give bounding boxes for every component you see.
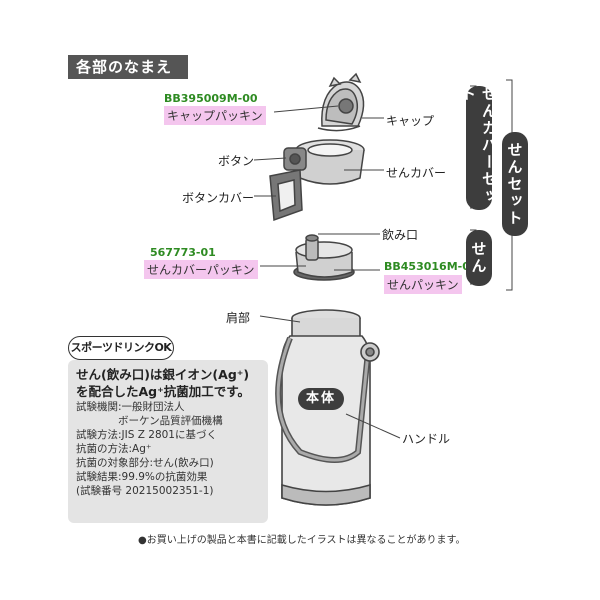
button-cover-label: ボタンカバー xyxy=(182,191,255,205)
antibacterial-headline: せん(飲み口)は銀イオン(Ag⁺)を配合したAg⁺抗菌加工です。 xyxy=(76,367,250,399)
button-label: ボタン xyxy=(218,154,255,168)
info-line: ボーケン品質評価機構 xyxy=(76,415,223,427)
mouth-label: 飲み口 xyxy=(382,228,419,242)
info-line: 試験機関:一般財団法人 xyxy=(76,401,185,413)
antibacterial-info-box: せん(飲み口)は銀イオン(Ag⁺)を配合したAg⁺抗菌加工です。 試験機関:一般… xyxy=(68,360,268,523)
sports-drink-badge: スポーツドリンクOK xyxy=(68,336,174,360)
plug-cover-drawing xyxy=(283,139,365,185)
plug-packing-code: BB453016M-00 xyxy=(384,260,478,273)
page-title: 各部のなまえ xyxy=(68,55,188,79)
plug-cover-packing-code: 567773-01 xyxy=(150,246,216,259)
shoulder-label: 肩部 xyxy=(226,311,251,325)
cap-label: キャップ xyxy=(386,114,435,128)
cap-drawing xyxy=(317,72,365,132)
info-line: (試験番号 20215002351-1) xyxy=(76,485,214,497)
plug-cover-packing-label: せんカバーパッキン xyxy=(144,260,258,279)
plug-cover-set-badge: せんカバーセット xyxy=(459,86,498,210)
handle-label: ハンドル xyxy=(402,432,451,446)
plug-badge: せん xyxy=(466,230,492,286)
plug-set-badge: せんセット xyxy=(502,132,528,236)
info-line: 抗菌の方法:Ag⁺ xyxy=(76,443,152,455)
info-line: 試験方法:JIS Z 2801に基づく xyxy=(76,429,217,441)
info-line: 試験結果:99.9%の抗菌効果 xyxy=(76,471,208,483)
body-label: 本体 xyxy=(298,388,344,410)
info-line: 抗菌の対象部分:せん(飲み口) xyxy=(76,457,214,469)
plug-drawing xyxy=(293,234,355,281)
plug-cover-label: せんカバー xyxy=(386,166,447,180)
plug-packing-label: せんパッキン xyxy=(384,275,462,294)
button-cover-drawing xyxy=(269,169,303,222)
cap-packing-code: BB395009M-00 xyxy=(164,92,258,105)
footnote: ●お買い上げの製品と本書に記載したイラストは異なることがあります。 xyxy=(138,535,466,546)
body-drawing xyxy=(275,309,380,506)
cap-packing-label: キャップパッキン xyxy=(164,106,266,125)
